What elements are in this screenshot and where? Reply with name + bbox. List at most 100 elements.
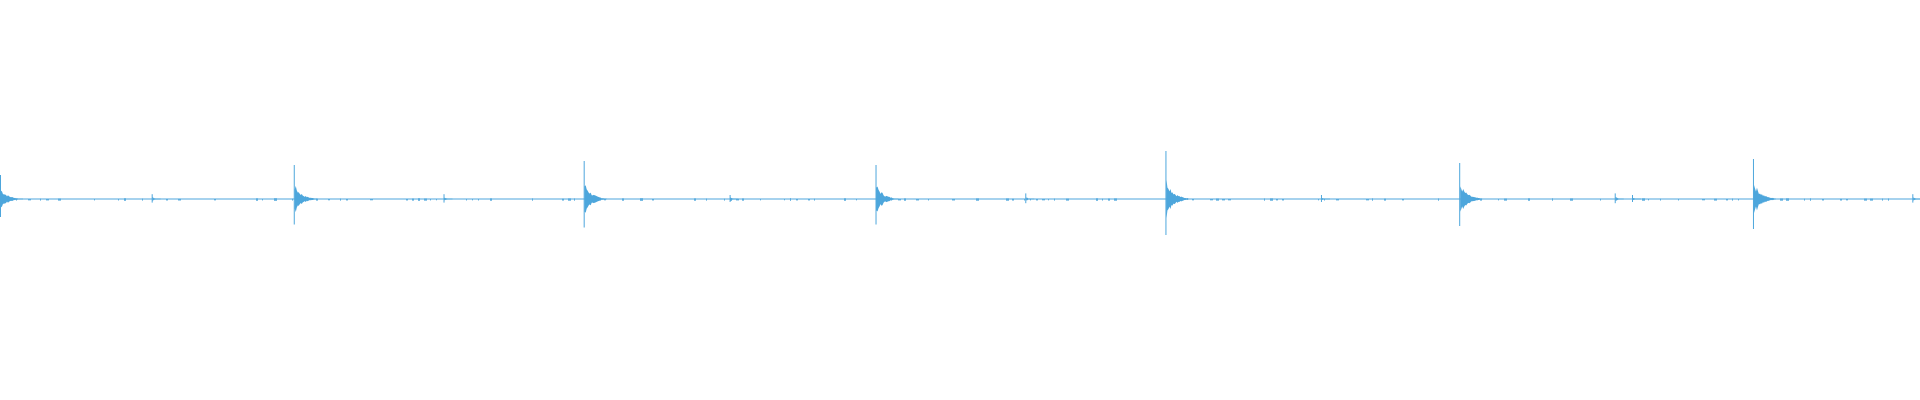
waveform-noise-tick <box>1276 198 1278 201</box>
waveform-transient-major <box>583 161 607 228</box>
waveform-noise-tick <box>1282 198 1284 201</box>
waveform-decay <box>876 186 899 212</box>
waveform-transient-minor <box>1025 193 1035 204</box>
waveform-noise-tick <box>40 198 41 201</box>
waveform-noise-tick <box>1738 198 1739 201</box>
waveform-decay <box>1615 196 1624 202</box>
waveform-noise-tick <box>808 198 810 201</box>
waveform-decay <box>1166 179 1189 219</box>
waveform-decay <box>730 197 739 201</box>
waveform-noise-tick <box>574 198 575 201</box>
waveform-noise-tick <box>1552 198 1553 201</box>
waveform-decay <box>1753 184 1776 214</box>
waveform-noise-tick <box>58 198 61 201</box>
waveform-noise-tick <box>142 198 143 201</box>
waveform-noise-tick <box>1804 198 1805 201</box>
waveform-noise-tick <box>262 198 263 201</box>
waveform-noise-tick <box>706 198 707 201</box>
waveform-noise-tick <box>784 198 785 201</box>
waveform-noise-tick <box>694 198 696 201</box>
waveform-noise-tick <box>1714 198 1717 201</box>
waveform-noise-tick <box>652 198 654 201</box>
waveform-noise-tick <box>178 198 181 201</box>
waveform-decay <box>1321 197 1330 201</box>
waveform-noise-tick <box>256 198 258 201</box>
waveform-noise-tick <box>1006 198 1009 201</box>
waveform-noise-tick <box>1012 198 1014 201</box>
waveform-noise-tick <box>370 198 373 201</box>
waveform-decay <box>1 190 23 208</box>
waveform-noise-tick <box>424 198 427 201</box>
waveform-noise-tick <box>1192 198 1194 201</box>
waveform-noise-tick <box>274 198 277 201</box>
waveform-noise-tick <box>916 198 919 201</box>
waveform-noise-tick <box>1264 198 1265 201</box>
waveform-transient-major <box>1165 151 1189 235</box>
waveform-transient-minor <box>1632 195 1641 202</box>
waveform-noise-tick <box>1402 198 1404 201</box>
waveform-noise <box>16 198 1889 201</box>
waveform-transient-minor <box>1320 195 1330 202</box>
waveform-noise-tick <box>1882 198 1883 201</box>
waveform-noise-tick <box>1324 198 1325 201</box>
waveform-noise-tick <box>1888 198 1889 201</box>
waveform-noise-tick <box>1780 198 1783 201</box>
waveform-noise-tick <box>1648 198 1649 201</box>
waveform-noise-tick <box>1498 198 1499 201</box>
waveform-noise-tick <box>490 198 492 201</box>
waveform-noise-tick <box>28 198 31 201</box>
waveform-transient-major <box>0 175 23 217</box>
waveform-noise-tick <box>742 198 744 201</box>
waveform-noise-tick <box>1096 198 1098 201</box>
waveform-noise-tick <box>340 198 341 201</box>
waveform-noise-tick <box>466 198 467 201</box>
waveform-noise-tick <box>1108 198 1110 201</box>
waveform-decay <box>444 197 453 201</box>
waveform-decay <box>584 185 607 213</box>
waveform-noise-tick <box>292 198 293 201</box>
waveform-noise-tick <box>1024 198 1025 201</box>
waveform-noise-tick <box>856 198 857 201</box>
waveform-noise-tick <box>1870 198 1873 201</box>
waveform-noise-tick <box>406 198 408 201</box>
waveform-noise-tick <box>814 198 815 201</box>
waveform-noise-tick <box>124 198 126 201</box>
waveform-noise-tick <box>598 198 601 201</box>
waveform-noise-tick <box>1504 198 1507 201</box>
waveform-noise-tick <box>1030 198 1031 201</box>
waveform-noise-tick <box>1786 198 1789 201</box>
waveform-noise-tick <box>898 198 901 201</box>
waveform-noise-tick <box>1336 198 1339 201</box>
waveform-noise-tick <box>436 198 437 201</box>
waveform-noise-tick <box>760 198 761 201</box>
waveform-noise-tick <box>568 198 571 201</box>
waveform-noise-tick <box>1678 198 1679 201</box>
waveform-noise-tick <box>928 198 929 201</box>
waveform-noise-tick <box>1216 198 1219 201</box>
waveform-noise-tick <box>562 198 564 201</box>
waveform-transient-minor <box>1912 194 1920 203</box>
waveform-transient-minor <box>1614 193 1624 204</box>
waveform-transient-major <box>1459 163 1483 226</box>
waveform-transient-minor <box>151 194 161 203</box>
waveform-noise-tick <box>1438 198 1439 201</box>
waveform-noise-tick <box>1702 198 1705 201</box>
waveform-noise-tick <box>1222 198 1225 201</box>
waveform-noise-tick <box>592 198 593 201</box>
waveform-noise-tick <box>304 198 306 201</box>
waveform-noise-tick <box>1822 198 1824 201</box>
waveform-noise-tick <box>1726 198 1728 201</box>
waveform-noise-tick <box>1318 198 1319 201</box>
waveform-noise-tick <box>328 198 330 201</box>
waveform-noise-tick <box>1762 198 1764 201</box>
waveform-noise-tick <box>1066 198 1069 201</box>
waveform-transients <box>0 151 1920 235</box>
waveform-transient-major <box>293 165 317 225</box>
waveform-decay <box>1913 197 1920 201</box>
waveform-noise-tick <box>1570 198 1573 201</box>
waveform-decay <box>152 196 161 202</box>
waveform-noise-tick <box>94 198 95 201</box>
waveform-noise-tick <box>118 198 119 201</box>
